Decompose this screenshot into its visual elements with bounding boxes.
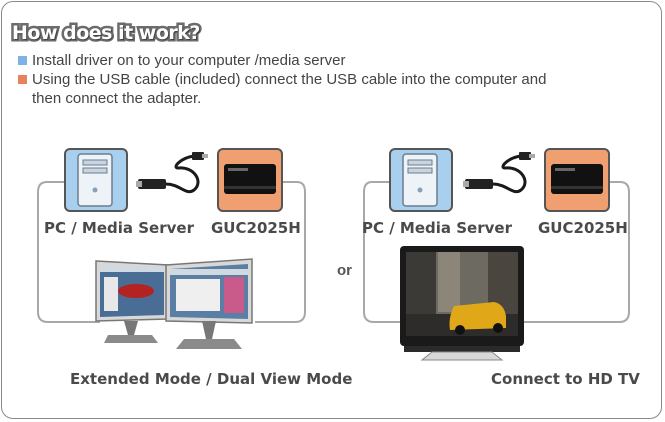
pc-label: PC / Media Server <box>44 219 194 237</box>
instruction-text: Install driver on to your computer /medi… <box>32 52 346 69</box>
pc-label: PC / Media Server <box>362 219 512 237</box>
hd-tv-icon <box>400 246 524 361</box>
adapter-label: GUC2025H <box>211 219 301 237</box>
adapter-label: GUC2025H <box>538 219 628 237</box>
pc-tower-icon <box>402 153 438 207</box>
usb-cable-icon <box>463 152 535 194</box>
usb-adapter-icon <box>551 164 603 194</box>
pc-tower-icon <box>77 153 113 207</box>
hd-tv-caption: Connect to HD TV <box>491 370 640 388</box>
dual-monitor-icon <box>95 258 253 349</box>
usb-adapter-icon <box>224 164 276 194</box>
section-title: How does it work? <box>10 20 203 47</box>
adapter-card <box>217 148 283 212</box>
usb-cable-icon <box>136 152 208 194</box>
orange-bullet-icon <box>18 75 27 84</box>
pc-card <box>64 148 128 212</box>
extended-mode-caption: Extended Mode / Dual View Mode <box>70 370 353 388</box>
instruction-text: Using the USB cable (included) connect t… <box>32 71 547 107</box>
instruction-list: Install driver on to your computer /medi… <box>18 51 578 108</box>
instruction-item: Using the USB cable (included) connect t… <box>18 70 578 108</box>
instruction-item: Install driver on to your computer /medi… <box>18 51 578 70</box>
or-label: or <box>337 262 352 279</box>
blue-bullet-icon <box>18 56 27 65</box>
pc-card <box>389 148 453 212</box>
adapter-card <box>544 148 610 212</box>
